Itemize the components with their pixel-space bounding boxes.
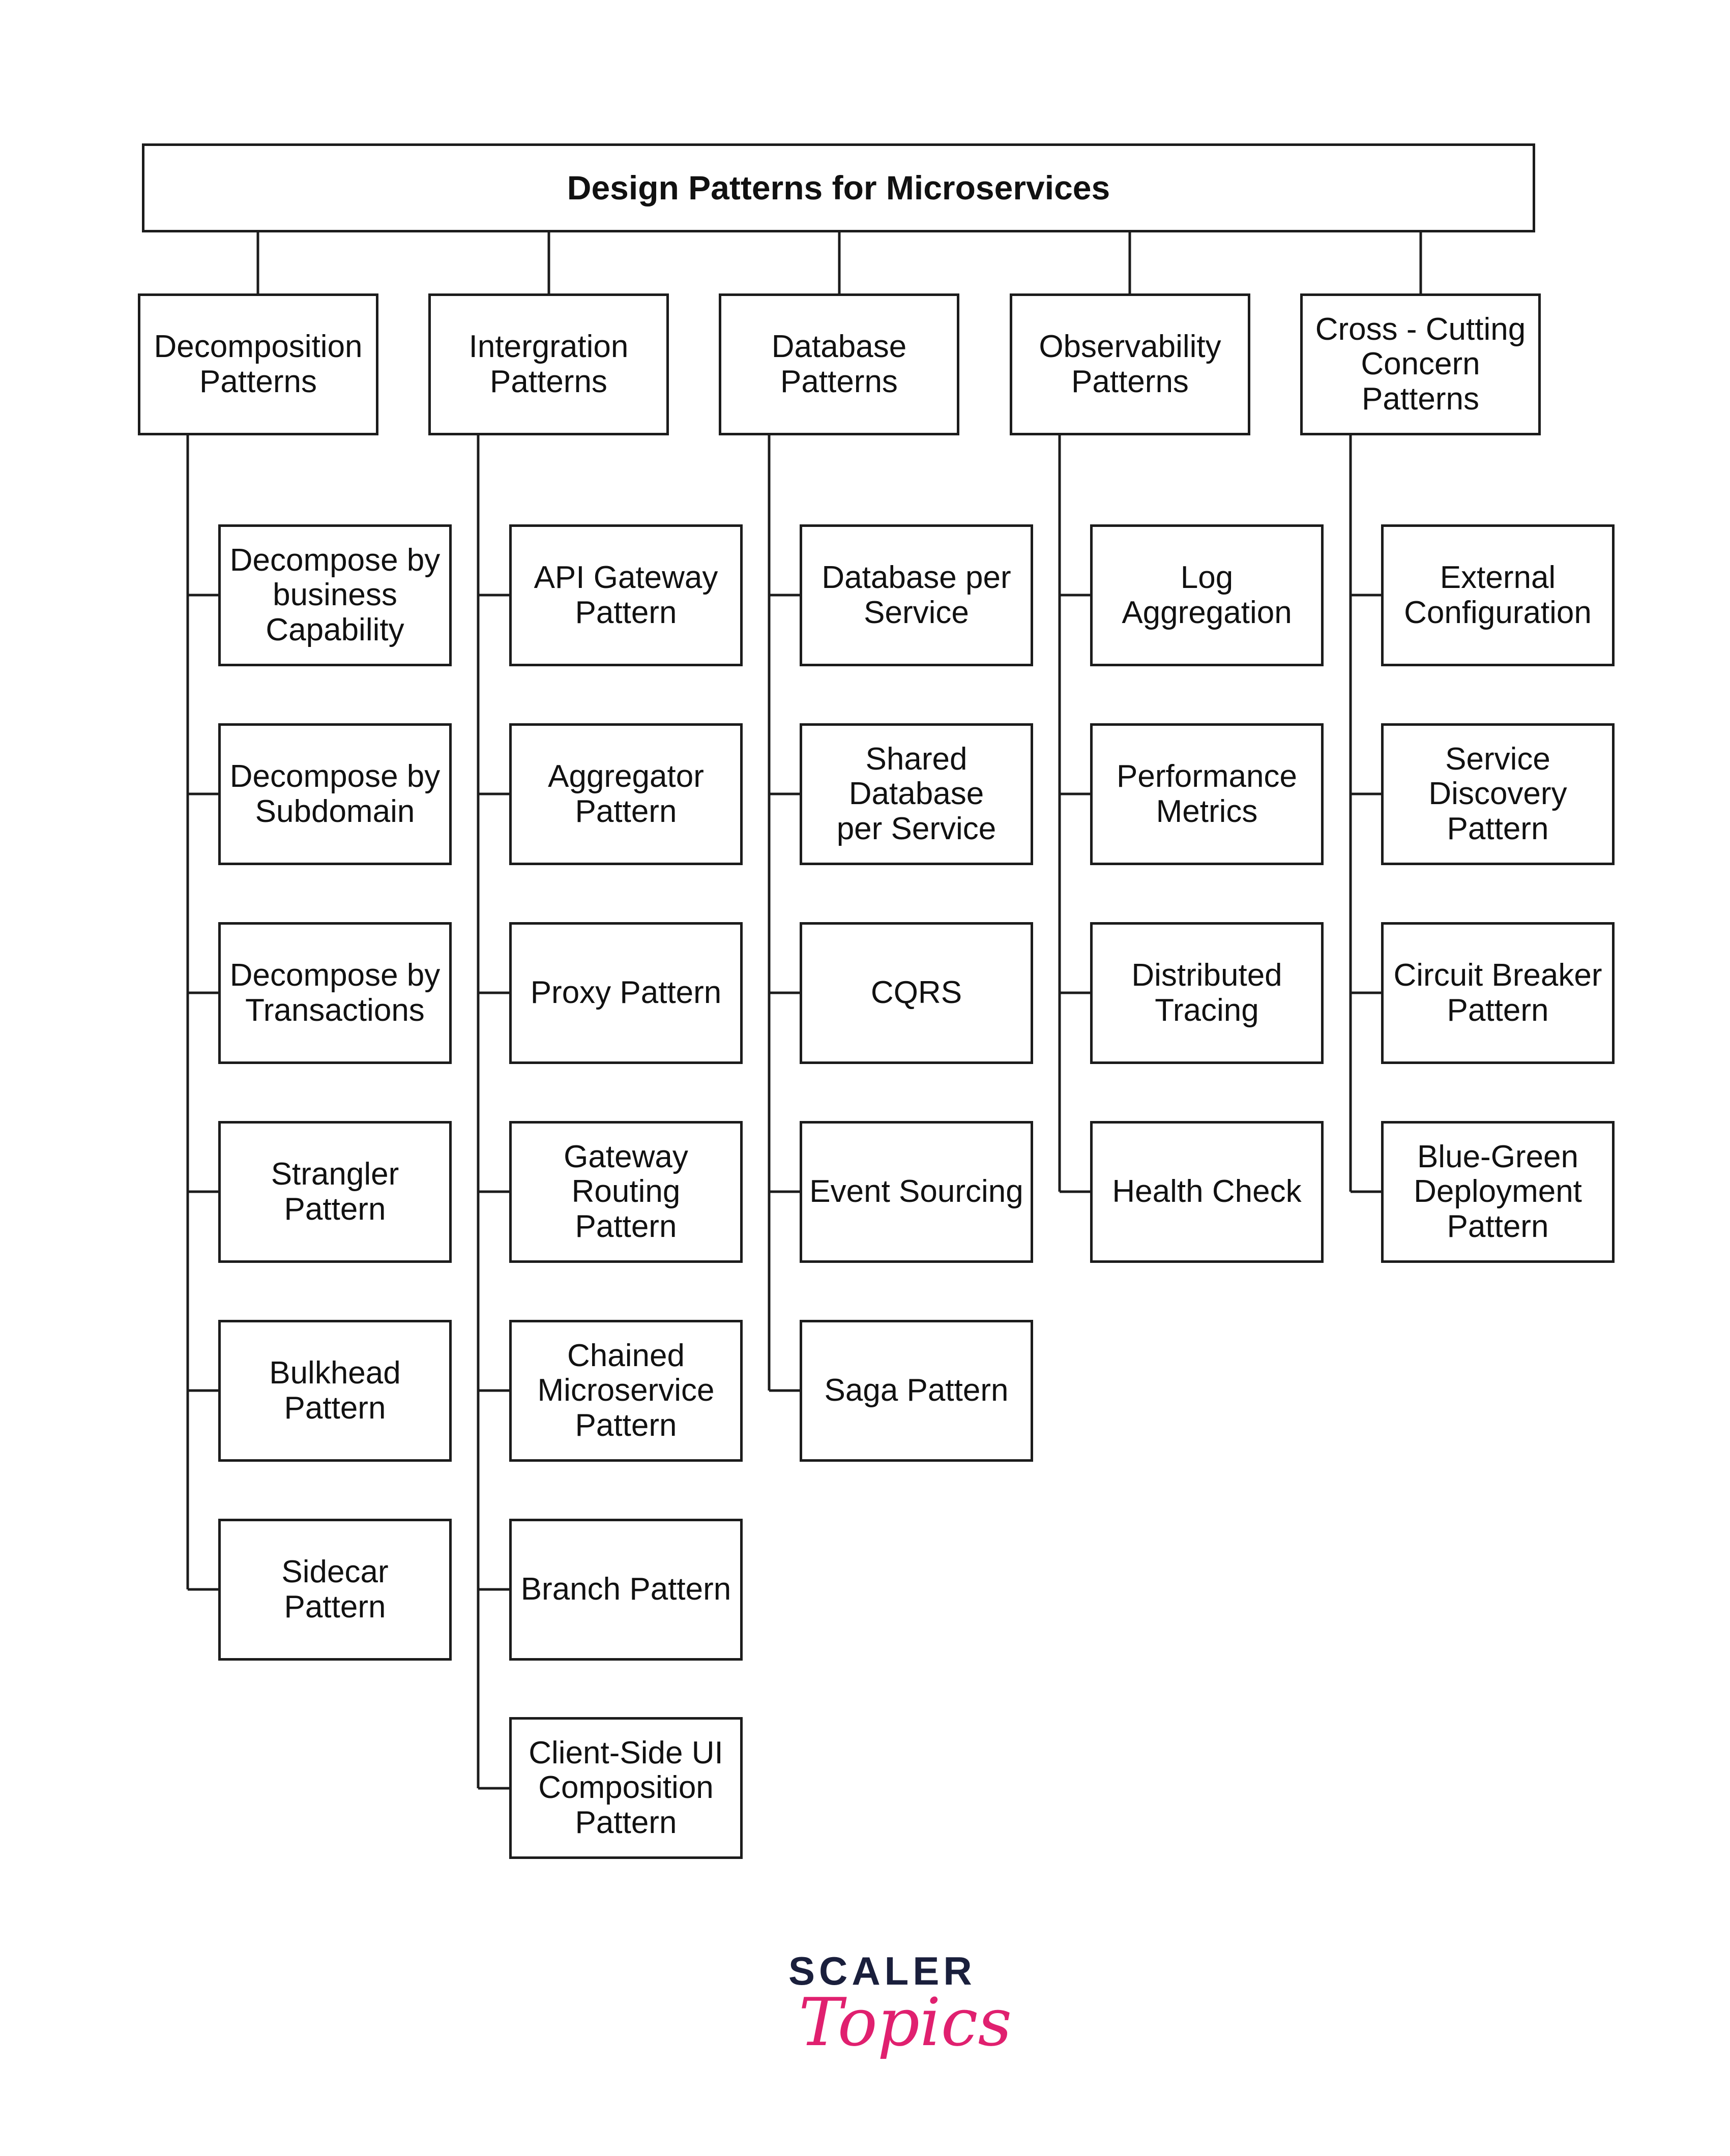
pattern-box: Decompose by Transactions: [218, 922, 452, 1064]
pattern-label: Shared Database per Service: [836, 742, 996, 846]
pattern-label: Bulkhead Pattern: [269, 1355, 401, 1426]
pattern-box: Client-Side UI Composition Pattern: [509, 1717, 743, 1859]
pattern-label: Circuit Breaker Pattern: [1393, 958, 1602, 1028]
pattern-box: API Gateway Pattern: [509, 524, 743, 666]
pattern-label: Client-Side UI Composition Pattern: [529, 1735, 723, 1840]
pattern-label: Proxy Pattern: [530, 975, 722, 1011]
brand-script: Topics: [799, 1984, 1012, 2061]
pattern-box: Distributed Tracing: [1090, 922, 1324, 1064]
pattern-box: Bulkhead Pattern: [218, 1320, 452, 1462]
pattern-label: External Configuration: [1404, 560, 1592, 630]
category-label: Observability Patterns: [1039, 329, 1221, 399]
pattern-label: Branch Pattern: [520, 1572, 731, 1607]
pattern-label: Database per Service: [822, 560, 1011, 630]
pattern-label: Decompose by business Capability: [229, 543, 441, 647]
pattern-label: Aggregator Pattern: [548, 759, 704, 829]
pattern-label: Chained Microservice Pattern: [537, 1338, 715, 1443]
root-title: Design Patterns for Microservices: [567, 169, 1110, 207]
category-box: Decomposition Patterns: [138, 293, 378, 435]
pattern-label: Health Check: [1112, 1174, 1302, 1209]
pattern-label: Log Aggregation: [1122, 560, 1292, 630]
pattern-box: Health Check: [1090, 1121, 1324, 1263]
pattern-box: Blue-Green Deployment Pattern: [1381, 1121, 1615, 1263]
category-label: Intergration Patterns: [468, 329, 629, 399]
pattern-box: Decompose by business Capability: [218, 524, 452, 666]
pattern-box: Circuit Breaker Pattern: [1381, 922, 1615, 1064]
pattern-box: Branch Pattern: [509, 1519, 743, 1661]
pattern-label: Gateway Routing Pattern: [564, 1139, 688, 1244]
pattern-label: Decompose by Transactions: [229, 958, 441, 1028]
pattern-label: Performance Metrics: [1117, 759, 1297, 829]
pattern-label: Distributed Tracing: [1131, 958, 1282, 1028]
pattern-label: Strangler Pattern: [271, 1157, 399, 1227]
pattern-box: Log Aggregation: [1090, 524, 1324, 666]
scaler-topics-logo: SCALER Topics: [788, 1948, 1012, 2075]
pattern-box: Strangler Pattern: [218, 1121, 452, 1263]
category-box: Cross - Cutting Concern Patterns: [1300, 293, 1541, 435]
pattern-box: Decompose by Subdomain: [218, 723, 452, 865]
pattern-label: Decompose by Subdomain: [229, 759, 441, 829]
pattern-box: Chained Microservice Pattern: [509, 1320, 743, 1462]
pattern-label: Sidecar Pattern: [281, 1554, 389, 1625]
pattern-box: Sidecar Pattern: [218, 1519, 452, 1661]
pattern-label: Saga Pattern: [824, 1373, 1009, 1408]
category-box: Intergration Patterns: [428, 293, 669, 435]
pattern-label: API Gateway Pattern: [534, 560, 718, 630]
root-title-box: Design Patterns for Microservices: [142, 143, 1535, 232]
pattern-box: Event Sourcing: [800, 1121, 1033, 1263]
category-box: Observability Patterns: [1010, 293, 1250, 435]
pattern-box: Service Discovery Pattern: [1381, 723, 1615, 865]
pattern-box: CQRS: [800, 922, 1033, 1064]
pattern-box: Database per Service: [800, 524, 1033, 666]
pattern-label: Event Sourcing: [809, 1174, 1023, 1209]
pattern-box: Aggregator Pattern: [509, 723, 743, 865]
pattern-label: Service Discovery Pattern: [1428, 742, 1567, 846]
pattern-box: Shared Database per Service: [800, 723, 1033, 865]
pattern-label: CQRS: [870, 975, 962, 1011]
pattern-label: Blue-Green Deployment Pattern: [1414, 1139, 1582, 1244]
category-label: Decomposition Patterns: [154, 329, 363, 399]
category-box: Database Patterns: [719, 293, 959, 435]
pattern-box: Gateway Routing Pattern: [509, 1121, 743, 1263]
pattern-box: External Configuration: [1381, 524, 1615, 666]
pattern-box: Saga Pattern: [800, 1320, 1033, 1462]
pattern-box: Proxy Pattern: [509, 922, 743, 1064]
category-label: Cross - Cutting Concern Patterns: [1315, 312, 1526, 417]
pattern-box: Performance Metrics: [1090, 723, 1324, 865]
category-label: Database Patterns: [771, 329, 907, 399]
